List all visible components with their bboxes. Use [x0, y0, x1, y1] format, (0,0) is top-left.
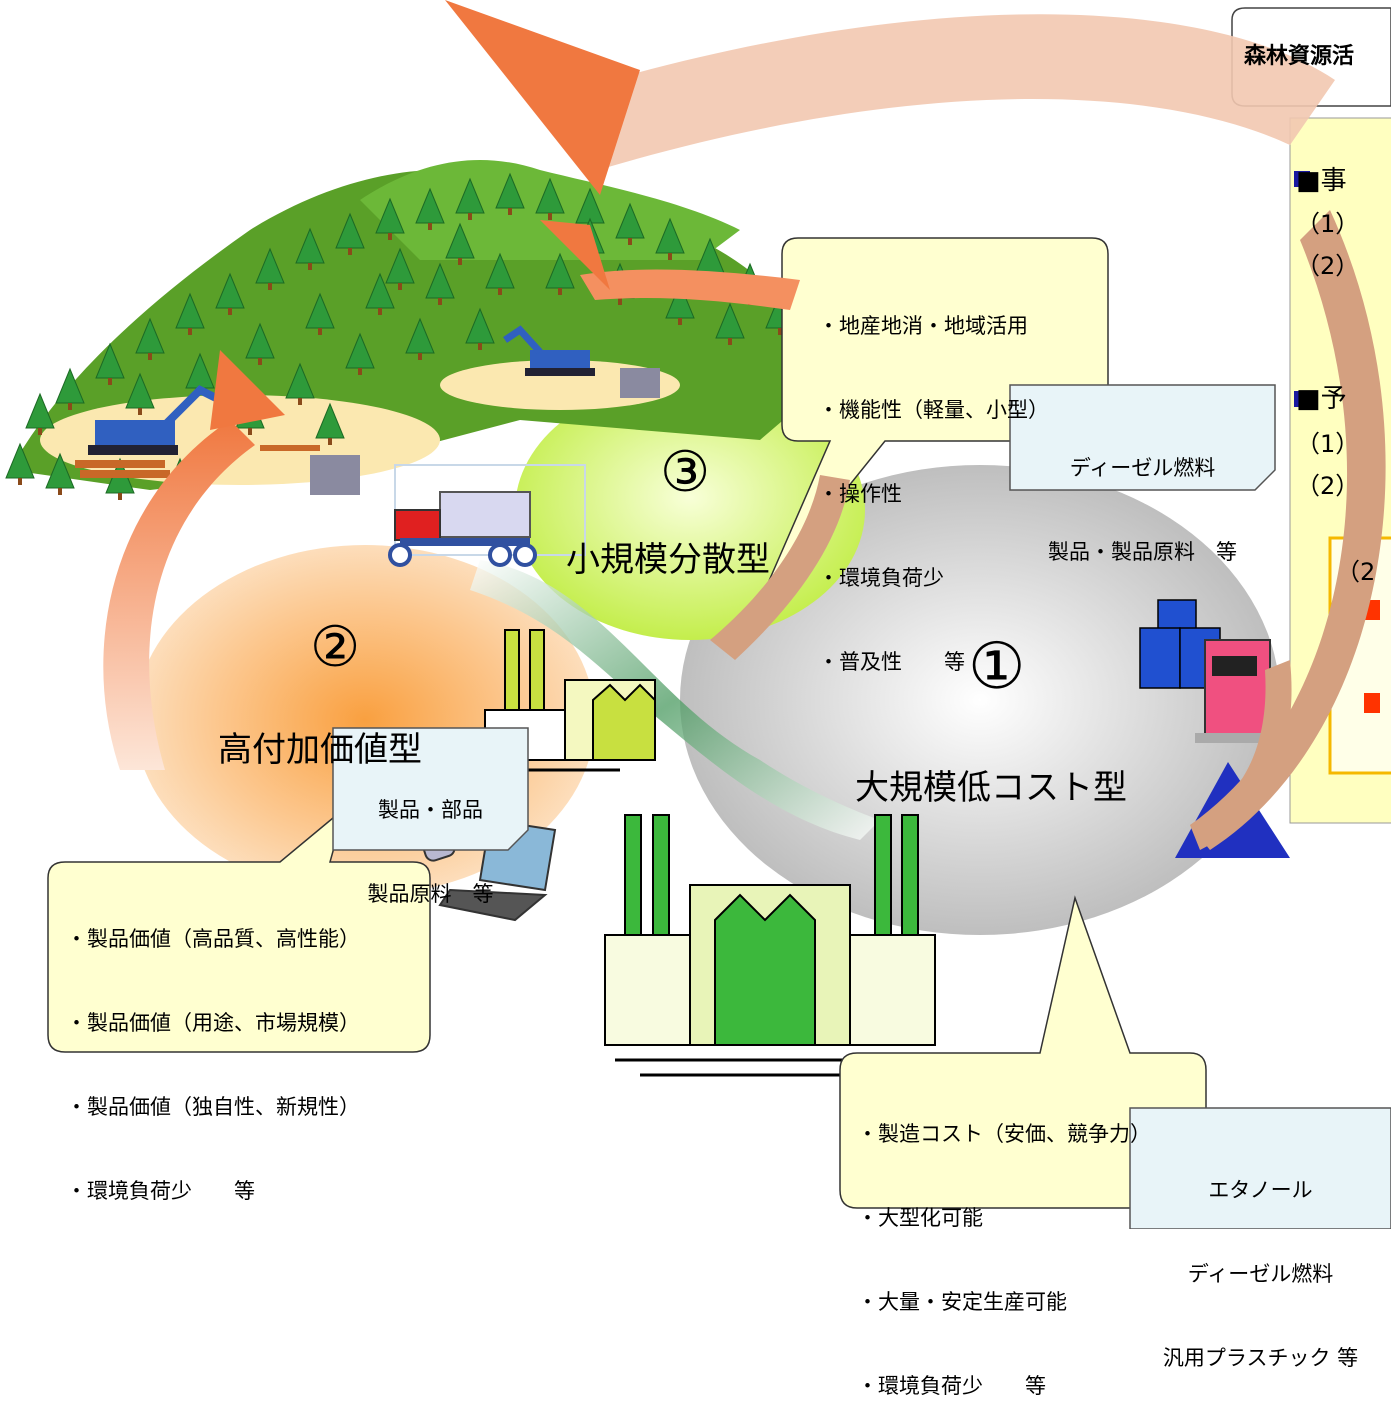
tree-trunk	[38, 428, 42, 435]
tree-trunk	[18, 478, 22, 485]
type1-number: ①	[968, 630, 1026, 704]
tree-trunk	[378, 308, 382, 315]
tree-trunk	[668, 253, 672, 260]
note-small-box	[1009, 384, 1276, 491]
excavator-icon	[503, 325, 595, 376]
tree-trunk	[58, 488, 62, 495]
log-truck-icon	[310, 455, 360, 495]
section2-bullet	[1294, 391, 1310, 407]
note-large: エタノール ディーゼル燃料 汎用プラスチック 等	[1130, 1120, 1391, 1400]
section2-head: ■予	[1296, 384, 1347, 414]
tree-trunk	[458, 258, 462, 265]
tree-trunk	[388, 233, 392, 240]
callout-bottom-line: ・製造コスト（安価、競争力）	[857, 1122, 1151, 1146]
note-small-line: ディーゼル燃料	[1069, 456, 1216, 480]
callout-top: ・地産地消・地域活用 ・機能性（軽量、小型） ・操作性 ・環境負荷少 ・普及性 …	[818, 256, 1049, 704]
section1-head: ■事	[1296, 166, 1347, 196]
callout-left-line: ・環境負荷少 等	[66, 1179, 255, 1203]
tree-trunk	[428, 223, 432, 230]
tree-trunk	[548, 213, 552, 220]
type3-name: 小規模分散型	[566, 540, 770, 580]
type1-name: 大規模低コスト型	[855, 768, 1127, 808]
factory-large-icon	[604, 814, 936, 1077]
type2-number: ②	[310, 615, 361, 680]
note-medium-line: 製品・部品	[378, 798, 483, 822]
note-medium: 製品・部品 製品原料 等	[333, 740, 528, 936]
tree-trunk	[108, 378, 112, 385]
tree-trunk	[68, 403, 72, 410]
tree-trunk	[268, 283, 272, 290]
section1-bullet	[1294, 171, 1310, 187]
note-large-line: エタノール	[1208, 1178, 1313, 1202]
tree-trunk	[678, 318, 682, 325]
logs-icon	[75, 445, 320, 478]
tree-trunk	[308, 263, 312, 270]
truck-icon	[388, 464, 586, 567]
red-bullet-2	[1364, 693, 1380, 713]
tree-trunk	[498, 288, 502, 295]
tree-trunk	[118, 493, 122, 500]
tree-trunk	[188, 328, 192, 335]
callout-bottom: ・製造コスト（安価、競争力） ・大型化可能 ・大量・安定生産可能 ・環境負荷少 …	[857, 1064, 1151, 1428]
tree-trunk	[138, 408, 142, 415]
callout-left-line: ・製品価値（用途、市場規模）	[66, 1011, 360, 1035]
note-small-line: 製品・製品原料 等	[1048, 540, 1237, 564]
tree-trunk	[618, 298, 622, 305]
note-large-line: 汎用プラスチック 等	[1162, 1346, 1359, 1370]
tree-trunk	[728, 338, 732, 345]
callout-top-line: ・機能性（軽量、小型）	[818, 398, 1049, 422]
tree-trunk	[508, 208, 512, 215]
note-small: ディーゼル燃料 製品・製品原料 等	[1010, 398, 1275, 594]
section1-item-1: （1）	[1296, 210, 1360, 238]
title-box-text: 森林資源活	[1244, 44, 1355, 69]
oil-drums-icon	[1139, 599, 1221, 689]
tree-trunk	[258, 358, 262, 365]
inner-box-head: （2	[1336, 558, 1376, 586]
excavator-icon	[88, 385, 222, 455]
tree-trunk	[358, 368, 362, 375]
note-large-line: ディーゼル燃料	[1187, 1262, 1334, 1286]
note-large-box	[1129, 1107, 1391, 1229]
callout-left-line: ・製品価値（高品質、高性能）	[66, 927, 360, 951]
callout-top-line: ・普及性 等	[818, 650, 965, 674]
callout-top-line: ・操作性	[818, 482, 902, 506]
callout-top-line: ・地産地消・地域活用	[818, 314, 1028, 338]
tree-trunk	[348, 248, 352, 255]
callout-left: ・製品価値（高品質、高性能） ・製品価値（用途、市場規模） ・製品価値（独自性、…	[66, 869, 360, 1233]
callout-left-bubble	[47, 805, 431, 1053]
arrows	[103, 0, 1386, 850]
tree-trunk	[628, 238, 632, 245]
tree-trunk	[438, 298, 442, 305]
tree-trunk	[148, 353, 152, 360]
section1-item-2: （2）	[1296, 252, 1360, 280]
tree-trunk	[228, 308, 232, 315]
callout-left-line: ・製品価値（独自性、新規性）	[66, 1095, 360, 1119]
tree-trunk	[778, 328, 782, 335]
type2-name: 高付加価値型	[218, 730, 422, 770]
callout-top-line: ・環境負荷少	[818, 566, 944, 590]
callout-bottom-line: ・大量・安定生産可能	[857, 1290, 1067, 1314]
callout-bottom-line: ・環境負荷少 等	[857, 1374, 1046, 1398]
section2-item-1: （1）	[1296, 430, 1360, 458]
section2-item-2: （2）	[1296, 472, 1360, 500]
note-medium-line: 製品原料 等	[367, 882, 494, 906]
tree-trunk	[468, 213, 472, 220]
tree-trunk	[318, 328, 322, 335]
tree-trunk	[398, 283, 402, 290]
callout-bottom-line: ・大型化可能	[857, 1206, 983, 1230]
flow-ribbon	[470, 560, 880, 840]
tree-trunk	[478, 343, 482, 350]
factory-medium-icon	[484, 629, 656, 772]
tree-trunk	[328, 438, 332, 445]
tree-trunk	[298, 398, 302, 405]
tree-trunk	[558, 288, 562, 295]
fuel-pump-icon	[1195, 639, 1285, 743]
log-truck-icon	[620, 368, 660, 398]
tree-trunk	[418, 353, 422, 360]
type3-number: ③	[660, 440, 711, 505]
note-medium-box	[332, 727, 529, 851]
tree-trunk	[248, 428, 252, 435]
